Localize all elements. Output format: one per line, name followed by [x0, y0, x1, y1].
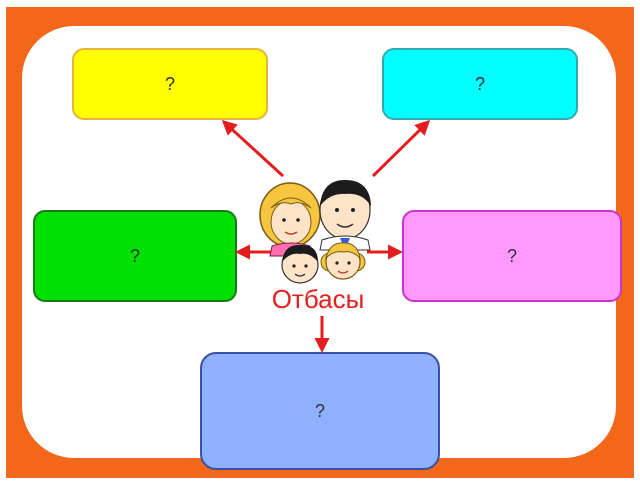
- box-bottom: ?: [200, 352, 440, 470]
- box-top-left-text: ?: [164, 73, 175, 94]
- box-top-right: ?: [382, 48, 578, 120]
- father-figure: [319, 180, 371, 251]
- box-mid-right-text: ?: [506, 245, 517, 266]
- mother-figure: [259, 182, 321, 257]
- arrow-to-top-right: [371, 119, 431, 178]
- box-mid-left-text: ?: [129, 245, 140, 266]
- box-bottom-text: ?: [314, 400, 325, 421]
- boy-figure: [281, 244, 319, 284]
- girl-figure: [320, 242, 366, 280]
- box-mid-right: ?: [402, 210, 622, 302]
- center-label: Отбасы: [271, 284, 365, 314]
- arrow-to-top-left: [221, 119, 285, 178]
- box-top-right-text: ?: [474, 73, 485, 94]
- box-mid-left: ?: [33, 210, 237, 302]
- box-top-left: ?: [72, 48, 268, 120]
